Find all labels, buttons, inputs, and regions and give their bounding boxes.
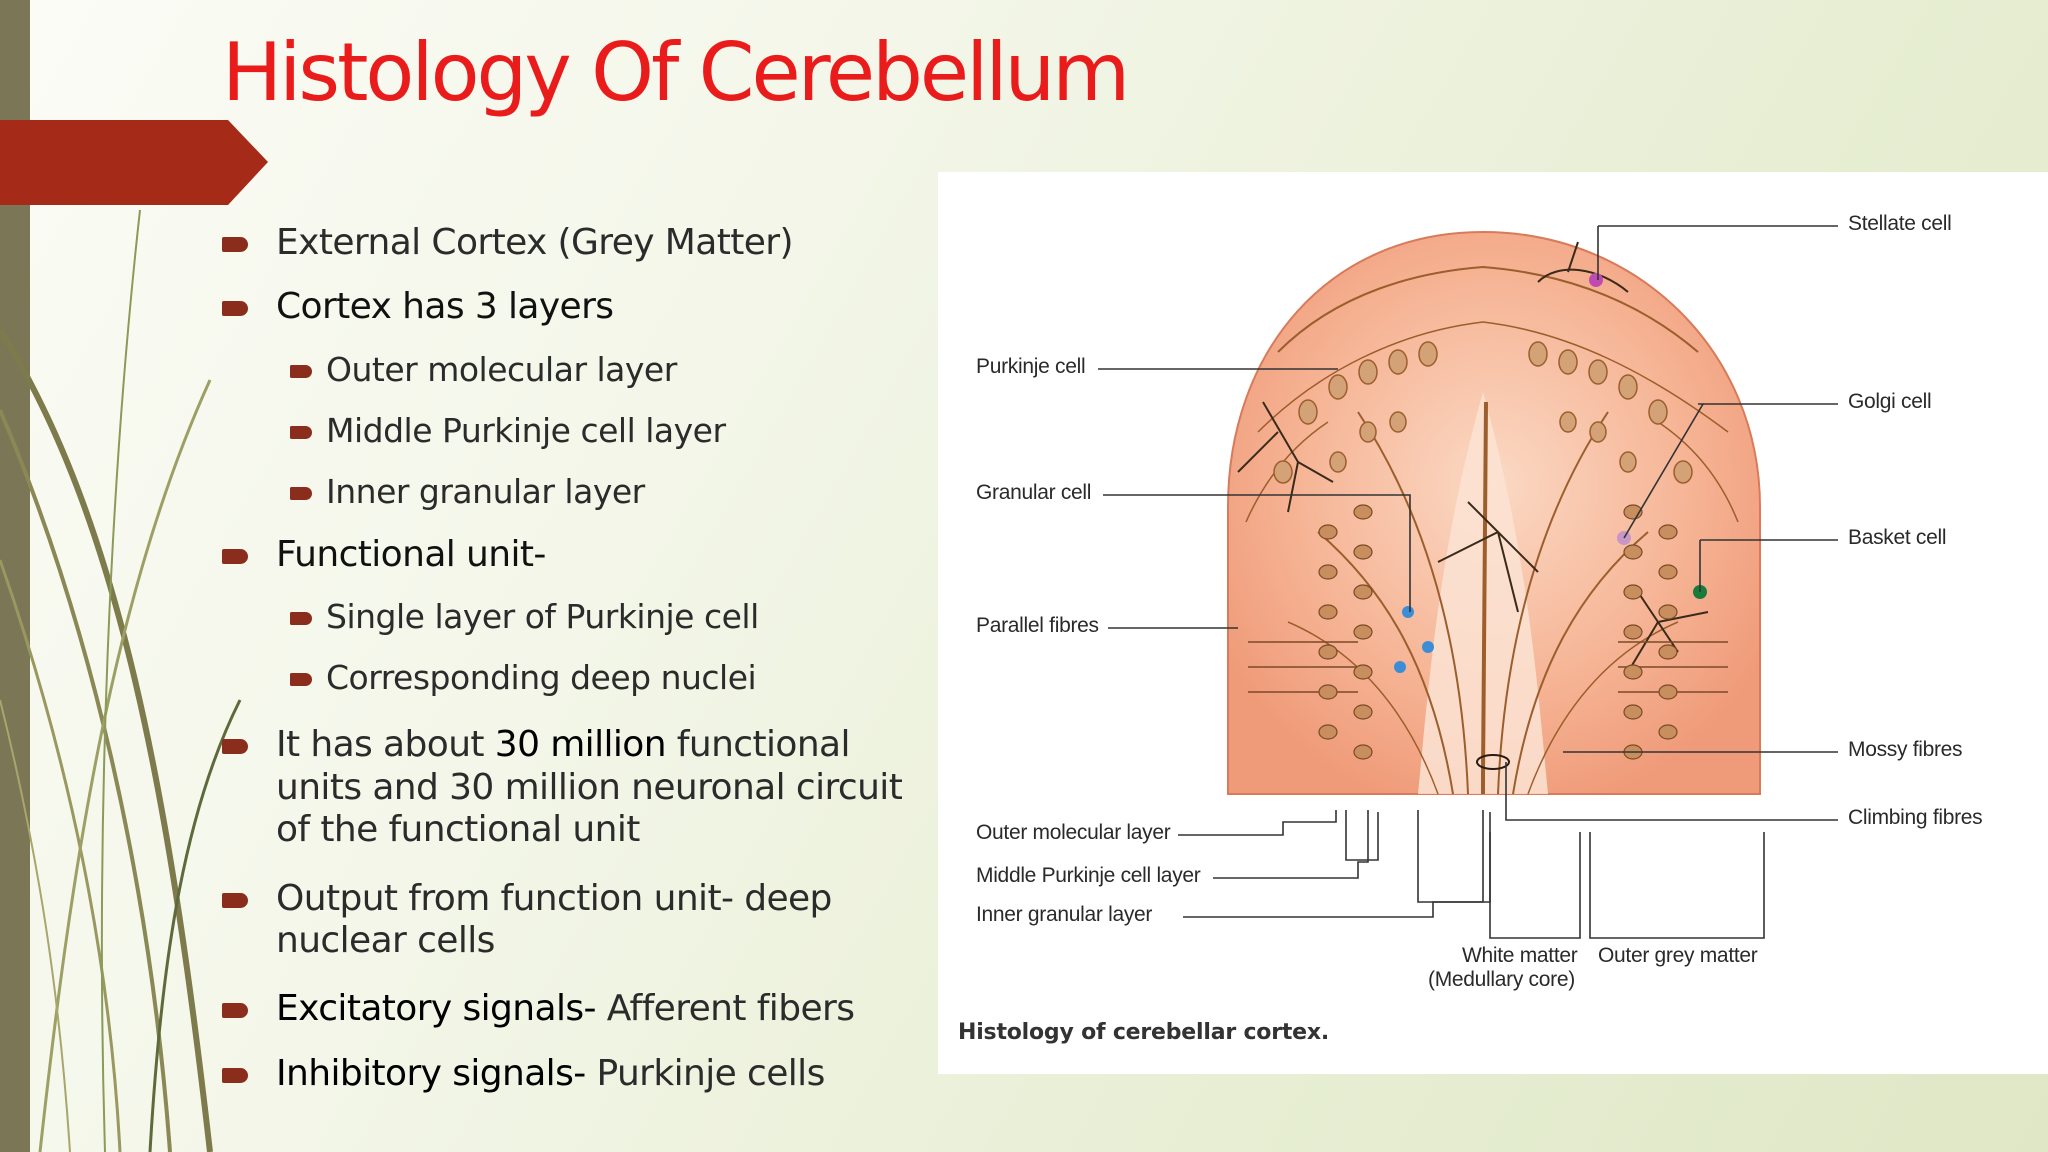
- arrow-bullet-icon: [290, 612, 312, 626]
- granular-cell-column-left: [1318, 504, 1373, 760]
- arrow-bullet-icon: [222, 1003, 248, 1019]
- decorative-curves: [0, 209, 242, 1152]
- label-stellate-cell: Stellate cell: [1848, 212, 1952, 235]
- bullet-text: Functional unit-: [276, 533, 546, 575]
- label-granular-cell: Granular cell: [976, 481, 1092, 504]
- label-inner-granular-layer: Inner granular layer: [976, 903, 1153, 926]
- bullet-emphasis: 30 million: [494, 724, 667, 766]
- bullet-text: Inner granular layer: [326, 471, 645, 511]
- label-mossy-fibres: Mossy fibres: [1848, 738, 1963, 761]
- label-middle-purkinje-layer: Middle Purkinje cell layer: [976, 864, 1201, 887]
- label-outer-grey-matter: Outer grey matter: [1598, 944, 1758, 967]
- sub-bullet-item: Outer molecular layer: [222, 349, 942, 390]
- bullet-item: Inhibitory signals- Purkinje cells: [222, 1053, 942, 1095]
- label-medullary-core: (Medullary core): [1428, 968, 1575, 991]
- bullet-text: Middle Purkinje cell layer: [326, 410, 726, 450]
- arrow-bullet-icon: [290, 486, 312, 500]
- accent-arrow-shape: [0, 120, 268, 205]
- bullet-item: Cortex has 3 layers: [222, 286, 942, 328]
- bullet-emphasis: Excitatory signals-: [276, 988, 597, 1030]
- sub-bullet-item: Corresponding deep nuclei: [222, 658, 942, 698]
- arrow-bullet-icon: [290, 673, 312, 687]
- arrow-bullet-icon: [222, 739, 248, 755]
- label-white-matter: White matter: [1462, 944, 1578, 967]
- bullet-item: External Cortex (Grey Matter): [222, 222, 942, 264]
- bullet-item: Output from function unit- deep nuclear …: [222, 878, 942, 963]
- arrow-bullet-icon: [222, 237, 248, 252]
- stellate-cell-marker: [1589, 273, 1603, 287]
- label-basket-cell: Basket cell: [1848, 526, 1947, 549]
- cerebellar-cortex-diagram: [1098, 225, 1838, 939]
- bullet-text: Single layer of Purkinje cell: [326, 597, 759, 637]
- bullet-text: Inhibitory signals- Purkinje cells: [276, 1053, 825, 1095]
- label-climbing-fibres: Climbing fibres: [1848, 806, 1983, 829]
- sub-bullet-item: Inner granular layer: [222, 471, 942, 512]
- bullet-item: Excitatory signals- Afferent fibers: [222, 988, 942, 1030]
- bullet-text: It has about 30 million functional units…: [276, 724, 942, 851]
- bullet-item: It has about 30 million functional units…: [222, 724, 942, 851]
- mossy-rosette-marker: [1394, 661, 1406, 673]
- arrow-bullet-icon: [222, 548, 248, 564]
- bullet-list: External Cortex (Grey Matter) Cortex has…: [222, 222, 942, 1095]
- bullet-emphasis: Inhibitory signals-: [276, 1052, 586, 1094]
- bullet-text: Output from function unit- deep nuclear …: [276, 877, 832, 961]
- bullet-item: Functional unit-: [222, 534, 942, 576]
- mossy-rosette-marker: [1422, 641, 1434, 653]
- arrow-bullet-icon: [222, 1067, 248, 1083]
- label-parallel-fibres: Parallel fibres: [976, 614, 1099, 637]
- leader-lines: [1098, 225, 1838, 939]
- bullet-text: External Cortex (Grey Matter): [276, 222, 794, 263]
- arrow-bullet-icon: [222, 301, 248, 317]
- bullet-text-part: It has about: [276, 724, 495, 766]
- label-outer-molecular-layer: Outer molecular layer: [976, 821, 1171, 844]
- bullet-text: Excitatory signals- Afferent fibers: [276, 988, 855, 1030]
- bullet-text-part: Purkinje cells: [585, 1052, 825, 1094]
- histology-figure: Stellate cell Golgi cell Basket cell Mos…: [938, 172, 2048, 1074]
- mossy-rosette-marker: [1402, 606, 1414, 618]
- bullet-text: Outer molecular layer: [326, 349, 677, 389]
- arrow-bullet-icon: [290, 425, 312, 439]
- bullet-text-part: functional units and 30 million neuronal…: [276, 724, 903, 851]
- label-golgi-cell: Golgi cell: [1848, 390, 1932, 413]
- arrow-bullet-icon: [290, 364, 312, 378]
- purkinje-cell-bodies: [1273, 341, 1693, 484]
- label-purkinje-cell: Purkinje cell: [976, 355, 1086, 378]
- slide-title: Histology Of Cerebellum: [222, 26, 1130, 119]
- sub-bullet-item: Single layer of Purkinje cell: [222, 597, 942, 637]
- figure-caption: Histology of cerebellar cortex.: [958, 1020, 1330, 1045]
- bullet-text: Cortex has 3 layers: [276, 286, 614, 328]
- bullet-text-part: Afferent fibers: [595, 988, 855, 1030]
- bullet-text: Corresponding deep nuclei: [326, 658, 757, 698]
- arrow-bullet-icon: [222, 892, 248, 908]
- sub-bullet-item: Middle Purkinje cell layer: [222, 410, 942, 451]
